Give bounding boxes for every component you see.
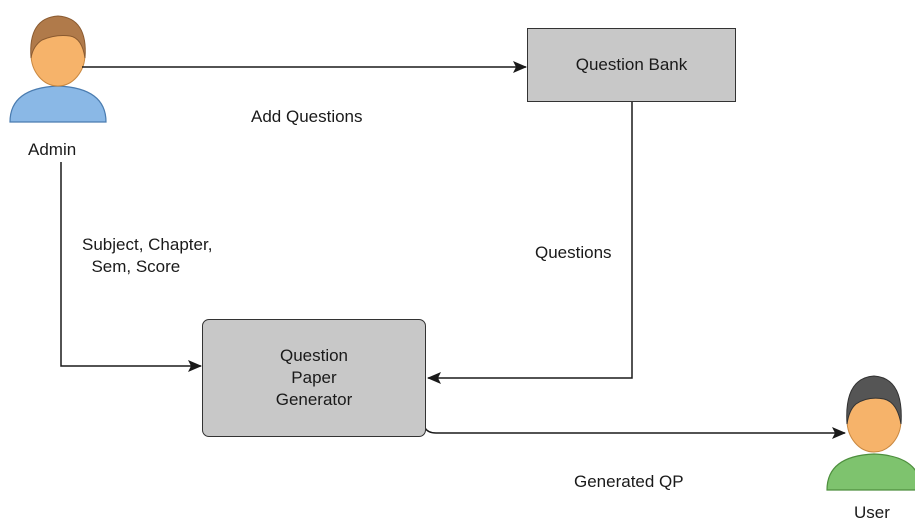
edge-subject-params: [60, 162, 202, 372]
question-paper-generator-node: Question Paper Generator: [202, 319, 426, 437]
question-paper-generator-label: Question Paper Generator: [275, 346, 353, 409]
generated-qp-label: Generated QP: [574, 472, 684, 491]
subject-params-label: Subject, Chapter, Sem, Score: [82, 235, 213, 276]
edge-generated-qp: [424, 427, 846, 439]
question-bank-node: Question Bank: [527, 28, 736, 102]
admin-label: Admin: [28, 140, 77, 159]
admin-icon: [9, 15, 107, 123]
questions-label: Questions: [535, 243, 612, 262]
edge-questions: [427, 101, 633, 384]
user-label: User: [854, 503, 890, 522]
user-icon: [826, 375, 915, 491]
add-questions-label: Add Questions: [251, 107, 363, 126]
question-bank-label: Question Bank: [575, 55, 688, 74]
